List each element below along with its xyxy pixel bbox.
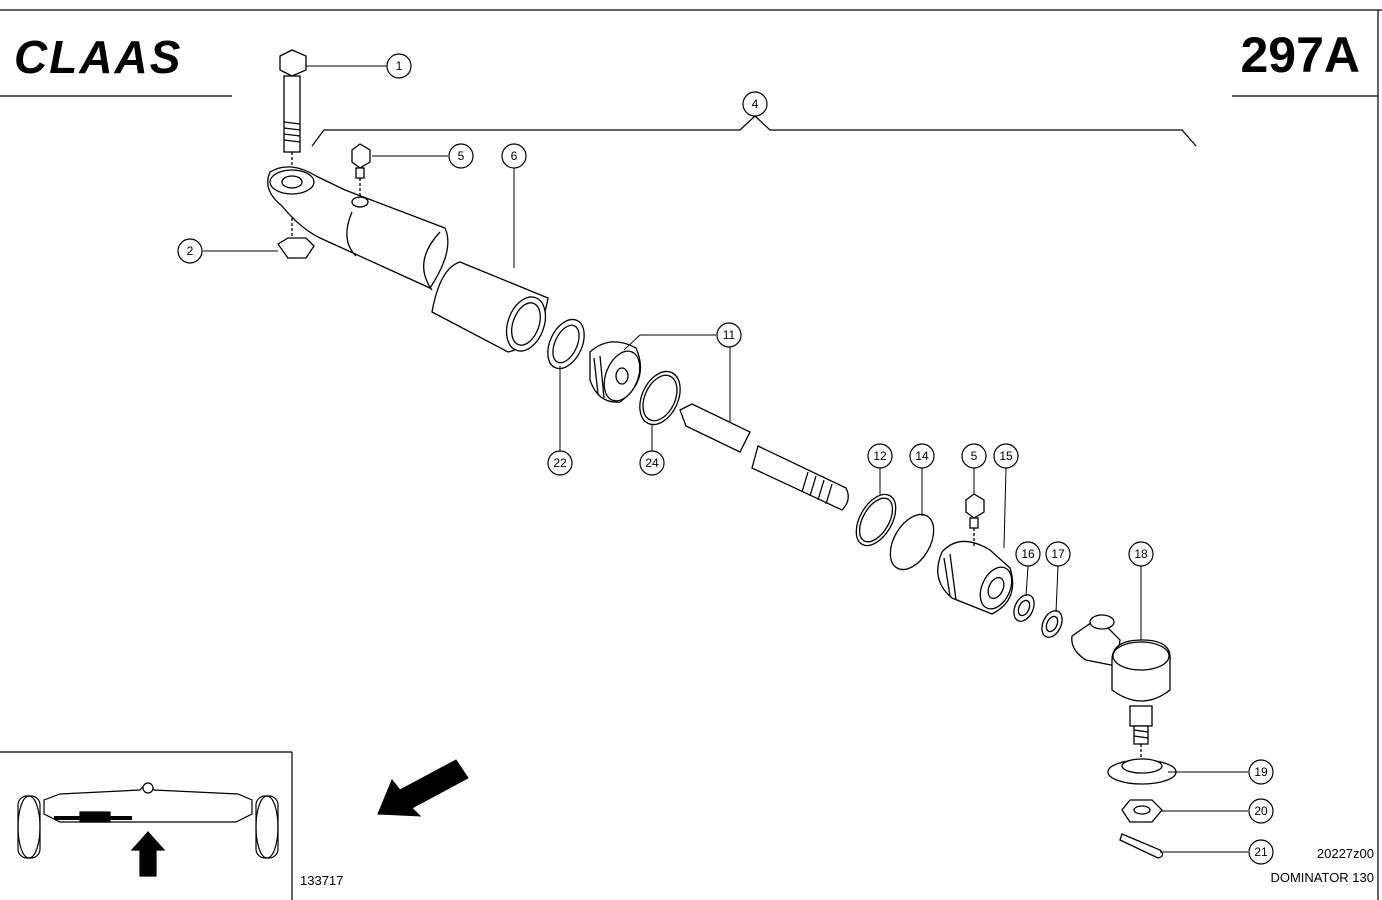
- brand-logo: CLAAS: [14, 31, 182, 83]
- svg-text:5: 5: [971, 449, 978, 463]
- callout-19: 19: [1248, 759, 1274, 785]
- svg-text:11: 11: [723, 328, 736, 342]
- svg-text:1: 1: [396, 59, 403, 73]
- svg-text:15: 15: [999, 449, 1013, 463]
- part-tube: [431, 261, 549, 353]
- drawing-id: 20227z00: [1317, 846, 1374, 861]
- part-bolt: [279, 49, 307, 168]
- svg-text:21: 21: [1254, 845, 1268, 859]
- part-grease-nipple-2: [965, 493, 985, 546]
- svg-text:4: 4: [752, 97, 759, 111]
- callout-24: 24: [639, 450, 665, 476]
- svg-text:12: 12: [873, 449, 887, 463]
- callout-1: 1: [386, 53, 412, 79]
- part-castle-nut: [1121, 799, 1163, 823]
- part-dust-cap: [1107, 758, 1177, 785]
- svg-text:24: 24: [645, 456, 659, 470]
- callout-4: 4: [742, 91, 768, 117]
- svg-text:20: 20: [1254, 804, 1268, 818]
- direction-arrow: [377, 759, 469, 817]
- page-frame: [0, 9, 1382, 900]
- callout-16: 16: [1015, 541, 1041, 567]
- svg-text:18: 18: [1134, 547, 1148, 561]
- callout-5-lower: 5: [961, 443, 987, 469]
- svg-text:2: 2: [187, 244, 194, 258]
- svg-text:5: 5: [458, 149, 465, 163]
- page-code: 297A: [1240, 27, 1360, 83]
- part-gland: [937, 540, 1014, 615]
- callout-20: 20: [1248, 798, 1274, 824]
- model-name: DOMINATOR 130: [1270, 870, 1374, 885]
- svg-text:14: 14: [915, 449, 929, 463]
- callout-2: 2: [177, 238, 203, 264]
- svg-text:19: 19: [1254, 765, 1268, 779]
- part-circlip-14: [889, 513, 935, 571]
- svg-text:17: 17: [1051, 547, 1065, 561]
- callouts: 1 2 4 5 6 11 22 24: [177, 53, 1274, 865]
- callout-6: 6: [501, 143, 527, 169]
- callout-11: 11: [716, 322, 742, 348]
- leader-lines: [203, 65, 1248, 853]
- callout-22: 22: [547, 450, 573, 476]
- inset-number: 133717: [300, 873, 343, 888]
- svg-text:16: 16: [1021, 547, 1035, 561]
- axle-location-inset: [17, 782, 279, 877]
- callout-15: 15: [993, 443, 1019, 469]
- part-piston-rod: [679, 403, 849, 511]
- svg-text:22: 22: [553, 456, 567, 470]
- svg-text:6: 6: [511, 149, 518, 163]
- callout-14: 14: [909, 443, 935, 469]
- callout-12: 12: [867, 443, 893, 469]
- part-piston: [589, 341, 642, 403]
- part-ball-joint: [1071, 614, 1171, 758]
- callout-17: 17: [1045, 541, 1071, 567]
- part-grease-nipple: [351, 143, 371, 196]
- part-cylinder-body: [267, 166, 449, 291]
- assembly-bracket: [311, 115, 1197, 147]
- part-cotter-pin: [1119, 833, 1164, 859]
- callout-18: 18: [1128, 541, 1154, 567]
- exploded-parts: [267, 49, 1177, 859]
- callout-5-upper: 5: [448, 143, 474, 169]
- callout-21: 21: [1248, 839, 1274, 865]
- part-nut: [277, 218, 315, 259]
